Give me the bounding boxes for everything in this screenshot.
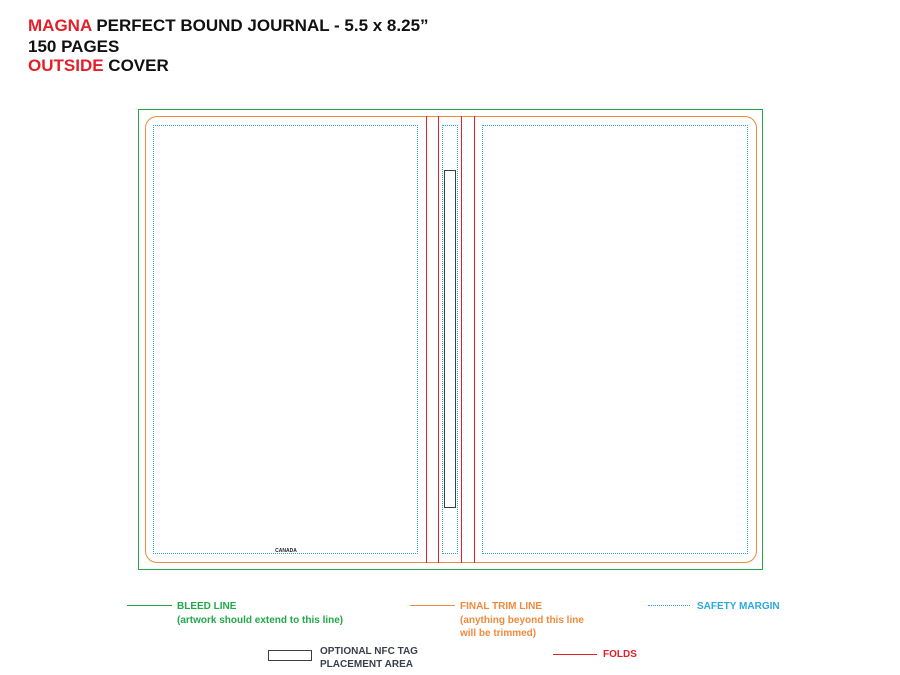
bleed-line-outline <box>138 109 763 570</box>
legend-bleed-swatch <box>127 605 172 606</box>
title-cover-rest: COVER <box>103 56 169 75</box>
legend-trim-note-2: will be trimmed) <box>460 628 537 639</box>
safety-margin-spine <box>442 125 458 554</box>
trim-line-spine-bottom <box>426 562 474 563</box>
legend-nfc-swatch <box>268 650 312 661</box>
legend-nfc-label-2: PLACEMENT AREA <box>320 659 413 670</box>
title-product: MAGNA PERFECT BOUND JOURNAL - 5.5 x 8.25… <box>28 16 429 35</box>
fold-line-3 <box>461 116 462 563</box>
fold-line-2 <box>438 116 439 563</box>
title-brand: MAGNA <box>28 16 92 35</box>
legend-trim-swatch <box>410 605 455 606</box>
title-cover-side: OUTSIDE COVER <box>28 56 169 75</box>
title-pages: 150 PAGES <box>28 37 120 56</box>
legend-bleed-note: (artwork should extend to this line) <box>177 615 344 626</box>
legend-safety-label: SAFETY MARGIN <box>697 601 780 612</box>
title-cover-highlight: OUTSIDE <box>28 56 104 75</box>
safety-margin-front-cover <box>482 125 748 554</box>
legend-trim-note-1: (anything beyond this line <box>460 615 584 626</box>
nfc-tag-placement-area <box>444 170 456 508</box>
title-product-name: PERFECT BOUND JOURNAL - 5.5 x 8.25” <box>91 16 429 35</box>
legend-nfc-label-1: OPTIONAL NFC TAG <box>320 646 418 657</box>
legend-trim-label: FINAL TRIM LINE <box>460 601 543 612</box>
legend-folds-label: FOLDS <box>603 649 637 660</box>
legend-safety-swatch <box>648 605 690 606</box>
legend-folds-swatch <box>553 654 597 655</box>
trim-line-spine-top <box>426 116 474 117</box>
trim-line-front-cover <box>474 116 757 563</box>
legend-bleed-label: BLEED LINE <box>177 601 237 612</box>
fold-line-1 <box>426 116 427 563</box>
canada-mark: CANADA <box>275 548 297 554</box>
trim-line-back-cover <box>145 116 426 563</box>
fold-line-4 <box>474 116 475 563</box>
safety-margin-back-cover <box>153 125 418 554</box>
